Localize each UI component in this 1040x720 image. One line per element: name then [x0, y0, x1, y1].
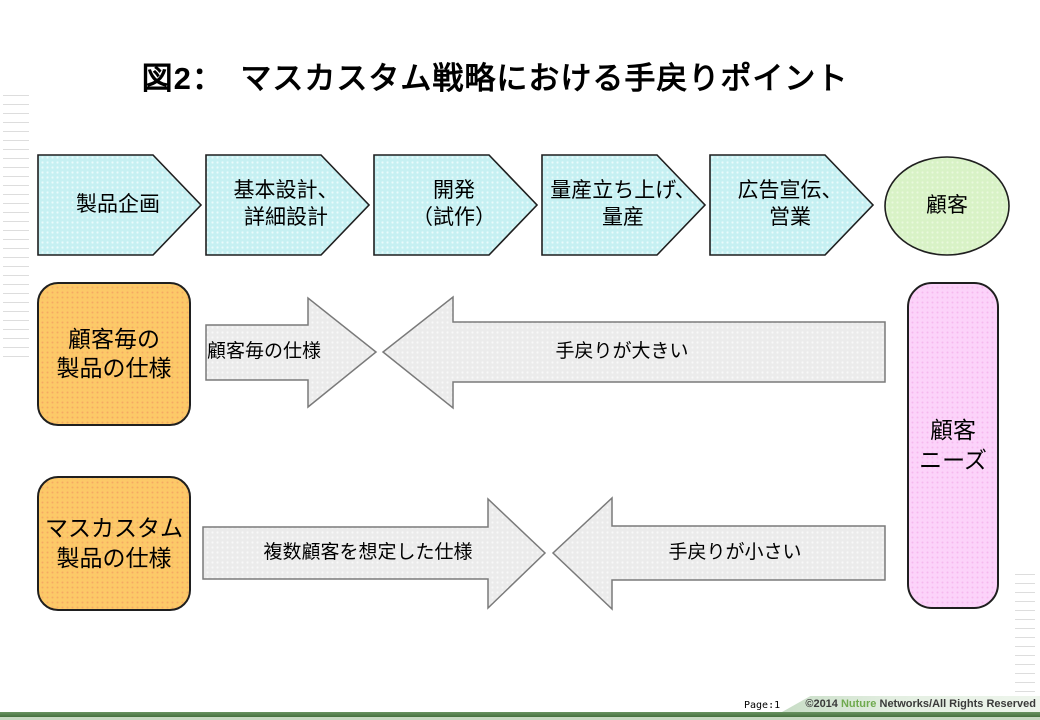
customer-label: 顧客	[926, 193, 968, 217]
footer-bar	[0, 712, 1040, 717]
forward-arrow-row1	[205, 296, 378, 409]
chevron-step-1	[37, 154, 203, 256]
backward-arrow-row2	[551, 496, 886, 611]
copyright-band: ©2014 Nuture Networks/All Rights Reserve…	[782, 696, 1040, 712]
spec-box-per-customer	[37, 282, 191, 426]
page-number: Page:1	[744, 699, 781, 711]
backward-arrow-label-row1: 手戻りが大きい	[555, 340, 689, 362]
customer-needs-label: 顧客 ニーズ	[919, 417, 987, 473]
copyright-prefix: ©2014	[805, 698, 841, 710]
copyright-suffix: Networks/All Rights Reserved	[876, 698, 1036, 710]
spec-box-mass-custom	[37, 476, 191, 611]
customer-needs-box	[907, 282, 999, 609]
chevron-step-3	[373, 154, 539, 256]
chevron-step-5	[709, 154, 875, 256]
flow-step-label-3: 開発 （試作）	[412, 179, 496, 229]
chevron-step-4	[541, 154, 707, 256]
footer-strip	[0, 717, 1040, 720]
flow-step-label-5: 広告宣伝、 営業	[737, 179, 843, 229]
flow-step-label-4: 量産立ち上げ、 量産	[550, 179, 696, 229]
flow-step-label-2: 基本設計、 詳細設計	[233, 179, 339, 229]
left-ruler-ticks-icon	[3, 95, 29, 363]
forward-arrow-label-row1: 顧客毎の仕様	[207, 341, 322, 363]
customer-ellipse	[884, 156, 1010, 256]
spec-box-label-mass-custom: マスカスタム 製品の仕様	[45, 515, 183, 571]
slide-title: 図2： マスカスタム戦略における手戻りポイント	[141, 60, 849, 96]
right-ruler-ticks-icon	[1015, 574, 1035, 694]
backward-arrow-row1	[381, 295, 886, 410]
forward-arrow-label-row2: 複数顧客を想定した仕様	[263, 541, 473, 563]
chevron-step-2	[205, 154, 371, 256]
spec-box-label-per-customer: 顧客毎の 製品の仕様	[56, 325, 172, 381]
backward-arrow-label-row2: 手戻りが小さい	[668, 541, 802, 563]
forward-arrow-row2	[202, 497, 547, 610]
flow-step-label-1: 製品企画	[76, 192, 160, 216]
brand-name: Nuture	[840, 698, 877, 710]
